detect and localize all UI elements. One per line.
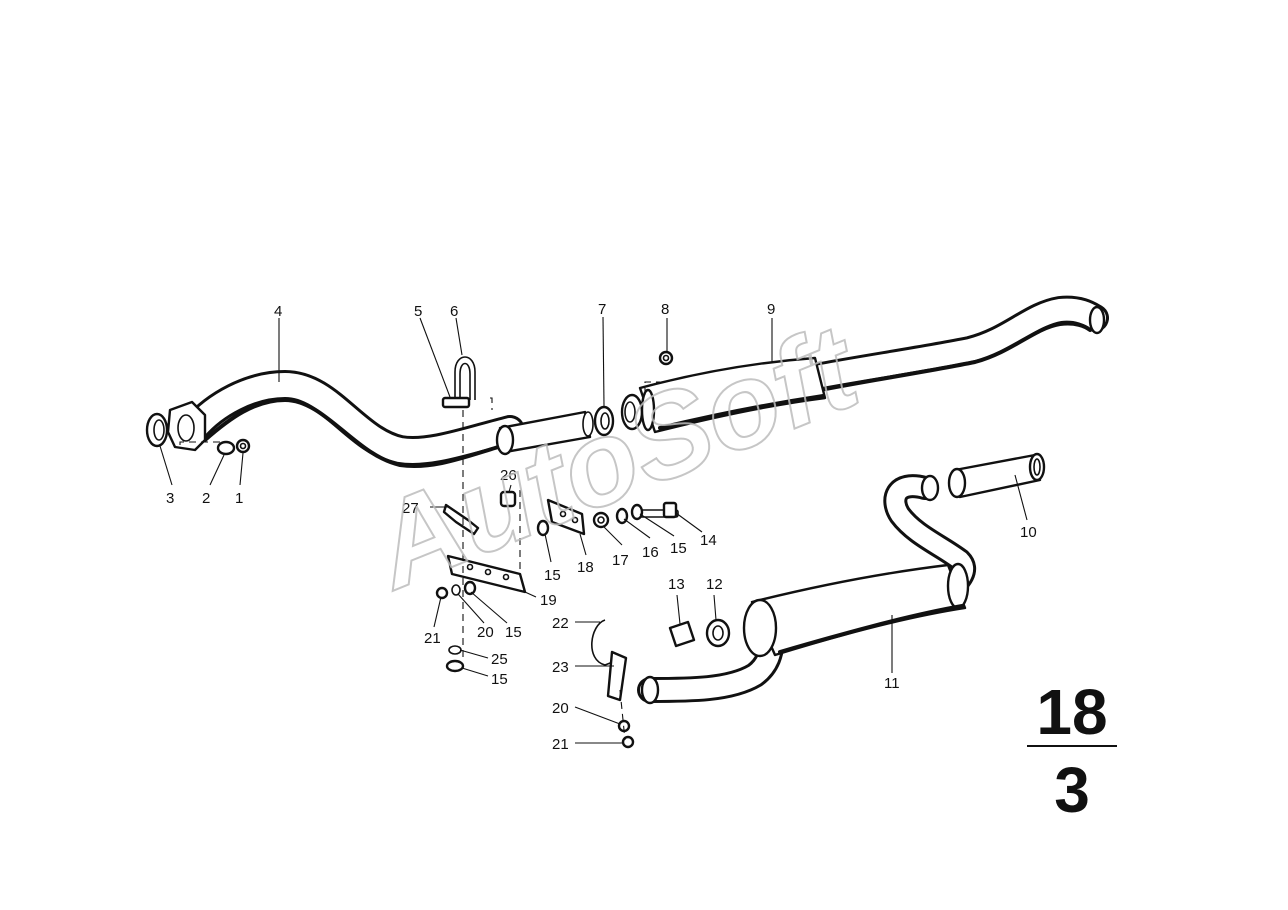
leader-lines [159,316,1028,744]
callout-26: 26 [500,467,517,484]
callout-19: 19 [540,592,557,609]
part-25-washer [448,645,462,655]
part-21-nut [435,586,449,600]
callout-21-b: 21 [552,736,569,753]
callout-15-e: 15 [670,540,687,557]
callout-10: 10 [1020,524,1037,541]
part-13-rubber-mount [668,620,696,648]
part-26-spacer [499,490,517,508]
callout-18: 18 [577,559,594,576]
part-18-bracket [546,498,586,536]
callout-8: 8 [661,301,669,318]
callout-13: 13 [668,576,685,593]
callout-15-c: 15 [505,624,522,641]
part-15-washer-c [463,580,477,596]
part-9-front-silencer [620,295,1109,434]
callout-23: 23 [552,659,569,676]
callout-27: 27 [402,500,419,517]
part-3-gasket [145,412,169,448]
part-27-hanger-strap [442,503,480,536]
part-8-nut [658,350,674,366]
callout-5: 5 [414,303,422,320]
callout-labels: 1 2 3 4 5 6 7 8 9 10 11 12 13 14 15 15 1… [166,301,1037,753]
part-6-u-bolt [454,356,476,400]
part-1-nut [235,438,251,454]
page-group-number: 18 [1036,676,1107,748]
part-15-washer-d [445,659,465,673]
part-12-rubber-ring [705,618,731,648]
callout-14: 14 [700,532,717,549]
callout-20-a: 20 [477,624,494,641]
callout-16: 16 [642,544,659,561]
callout-3: 3 [166,490,174,507]
part-5-clamp-nut [441,396,471,409]
callout-6: 6 [450,303,458,320]
callout-1: 1 [235,490,243,507]
callout-15-d: 15 [491,671,508,688]
part-23-hanger-bracket [606,650,628,702]
assembly-dashes [179,381,660,741]
callout-25: 25 [491,651,508,668]
part-4-front-pipe [166,370,525,468]
part-15-washer-b [536,519,550,537]
callout-21-a: 21 [424,630,441,647]
part-11-rear-silencer [637,474,977,705]
part-10-tail-sleeve [947,452,1046,499]
callout-12: 12 [706,576,723,593]
part-17-nut [592,511,610,529]
callout-17: 17 [612,552,629,569]
callout-22: 22 [552,615,569,632]
page-fraction: 18 3 [1027,676,1117,826]
part-20-washer [451,584,461,596]
part-2-washer [216,440,236,456]
part-7-seal-ring [593,405,615,437]
callout-2: 2 [202,490,210,507]
callout-11: 11 [884,675,900,692]
callout-7: 7 [598,301,606,318]
page-sheet-number: 3 [1054,754,1090,826]
callout-9: 9 [767,301,775,318]
pipe-sleeve [495,410,594,456]
callout-20-b: 20 [552,700,569,717]
callout-4: 4 [274,303,282,320]
part-15-washer [630,503,644,521]
callout-15-b: 15 [544,567,561,584]
